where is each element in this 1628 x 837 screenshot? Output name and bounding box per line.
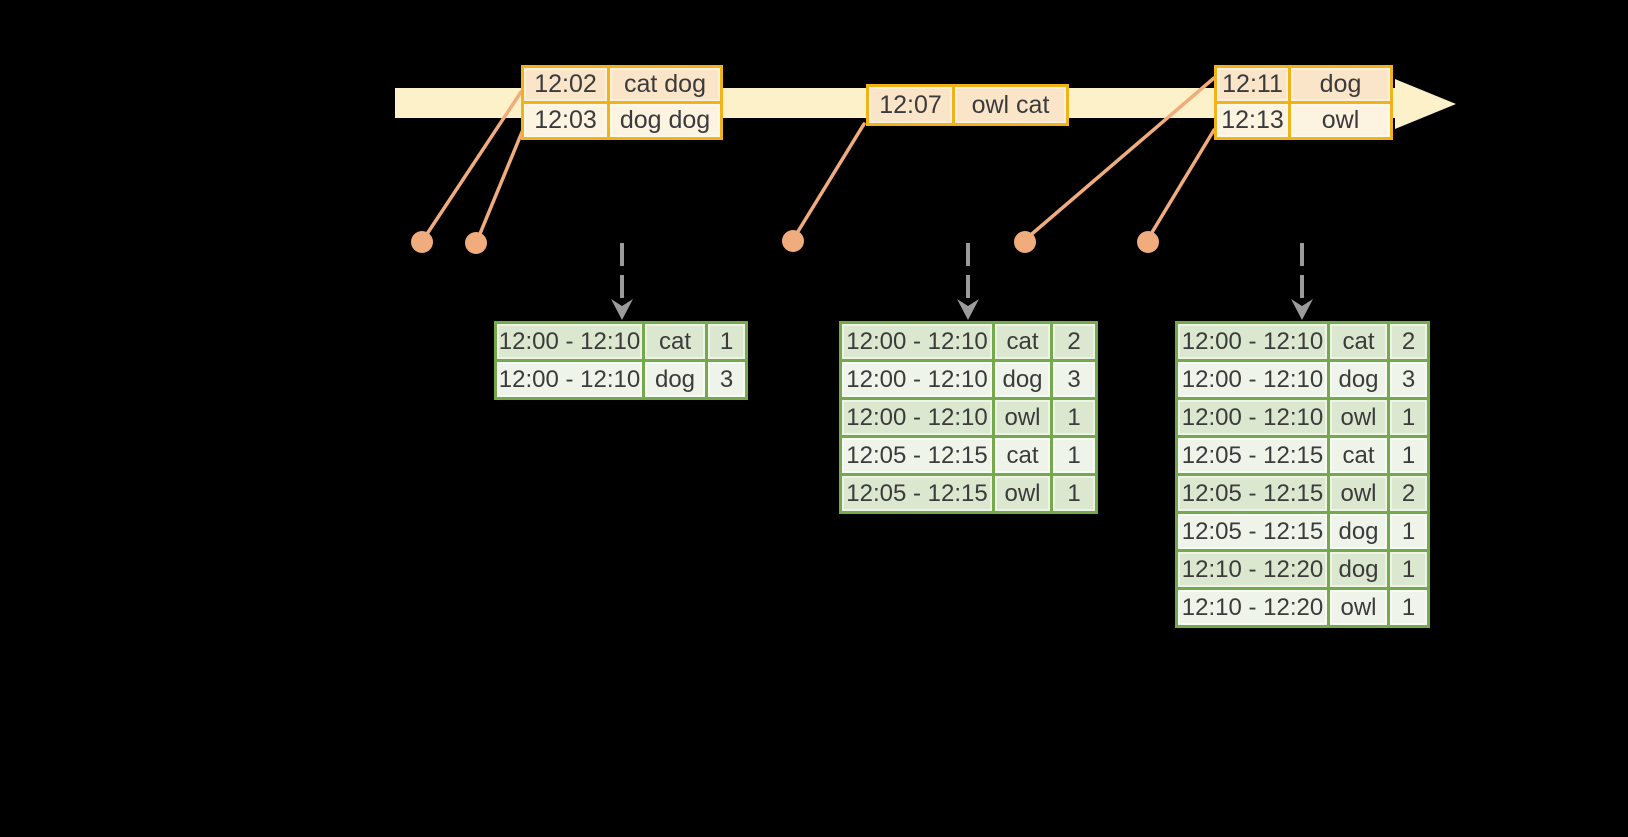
- event-connector-line: [421, 90, 523, 242]
- trigger-arrows: [611, 243, 1313, 320]
- cell-count: 2: [1390, 476, 1427, 511]
- cell-word: cat: [995, 438, 1050, 473]
- cell-time: 12:07: [869, 87, 952, 123]
- cell-window: 12:05 - 12:15: [842, 476, 992, 511]
- event-connector-line: [1146, 128, 1216, 241]
- cell-window: 12:00 - 12:10: [842, 362, 992, 397]
- cell-window: 12:00 - 12:10: [1178, 400, 1327, 435]
- event-dot: [1014, 231, 1036, 253]
- timeline-arrowhead-icon: [1395, 79, 1456, 129]
- event-connector-line: [1024, 76, 1216, 241]
- cell-window: 12:05 - 12:15: [842, 438, 992, 473]
- cell-count: 1: [708, 324, 745, 359]
- event-dot: [411, 231, 433, 253]
- cell-count: 1: [1053, 476, 1095, 511]
- event-connectors: [421, 76, 1216, 243]
- cell-word: owl: [1330, 400, 1387, 435]
- cell-count: 1: [1390, 552, 1427, 587]
- cell-word: owl: [1330, 590, 1387, 625]
- cell-count: 2: [1390, 324, 1427, 359]
- cell-word: cat: [1330, 324, 1387, 359]
- trigger-arrowhead-icon: [611, 299, 633, 320]
- cell-window: 12:05 - 12:15: [1178, 476, 1327, 511]
- cell-time: 12:02: [524, 68, 607, 101]
- cell-words: dog dog: [610, 104, 720, 137]
- cell-word: cat: [645, 324, 705, 359]
- cell-window: 12:05 - 12:15: [1178, 514, 1327, 549]
- cell-time: 12:11: [1217, 68, 1288, 101]
- cell-word: dog: [1330, 552, 1387, 587]
- cell-window: 12:00 - 12:10: [1178, 362, 1327, 397]
- cell-count: 1: [1390, 590, 1427, 625]
- cell-window: 12:10 - 12:20: [1178, 552, 1327, 587]
- trigger-arrowhead-icon: [957, 299, 979, 320]
- cell-word: owl: [995, 400, 1050, 435]
- cell-window: 12:10 - 12:20: [1178, 590, 1327, 625]
- cell-count: 1: [1390, 514, 1427, 549]
- event-dot: [782, 230, 804, 252]
- cell-word: dog: [1330, 514, 1387, 549]
- cell-window: 12:00 - 12:10: [1178, 324, 1327, 359]
- event-connector-line: [792, 122, 866, 240]
- event-connector-line: [475, 130, 524, 243]
- cell-word: dog: [645, 362, 705, 397]
- cell-words: owl: [1291, 104, 1390, 137]
- cell-window: 12:05 - 12:15: [1178, 438, 1327, 473]
- event-dots: [411, 230, 1159, 254]
- cell-count: 3: [708, 362, 745, 397]
- cell-window: 12:00 - 12:10: [842, 400, 992, 435]
- cell-window: 12:00 - 12:10: [842, 324, 992, 359]
- cell-window: 12:00 - 12:10: [497, 362, 642, 397]
- cell-time: 12:03: [524, 104, 607, 137]
- cell-word: owl: [1330, 476, 1387, 511]
- cell-word: dog: [995, 362, 1050, 397]
- cell-words: cat dog: [610, 68, 720, 101]
- cell-count: 1: [1053, 438, 1095, 473]
- cell-count: 1: [1053, 400, 1095, 435]
- trigger-arrowhead-icon: [1291, 299, 1313, 320]
- cell-count: 3: [1053, 362, 1095, 397]
- cell-words: dog: [1291, 68, 1390, 101]
- cell-word: dog: [1330, 362, 1387, 397]
- cell-count: 2: [1053, 324, 1095, 359]
- event-dot: [1137, 231, 1159, 253]
- cell-time: 12:13: [1217, 104, 1288, 137]
- cell-word: owl: [995, 476, 1050, 511]
- cell-word: cat: [1330, 438, 1387, 473]
- event-dot: [465, 232, 487, 254]
- cell-words: owl cat: [955, 87, 1066, 123]
- cell-count: 1: [1390, 438, 1427, 473]
- cell-window: 12:00 - 12:10: [497, 324, 642, 359]
- cell-count: 1: [1390, 400, 1427, 435]
- cell-word: cat: [995, 324, 1050, 359]
- cell-count: 3: [1390, 362, 1427, 397]
